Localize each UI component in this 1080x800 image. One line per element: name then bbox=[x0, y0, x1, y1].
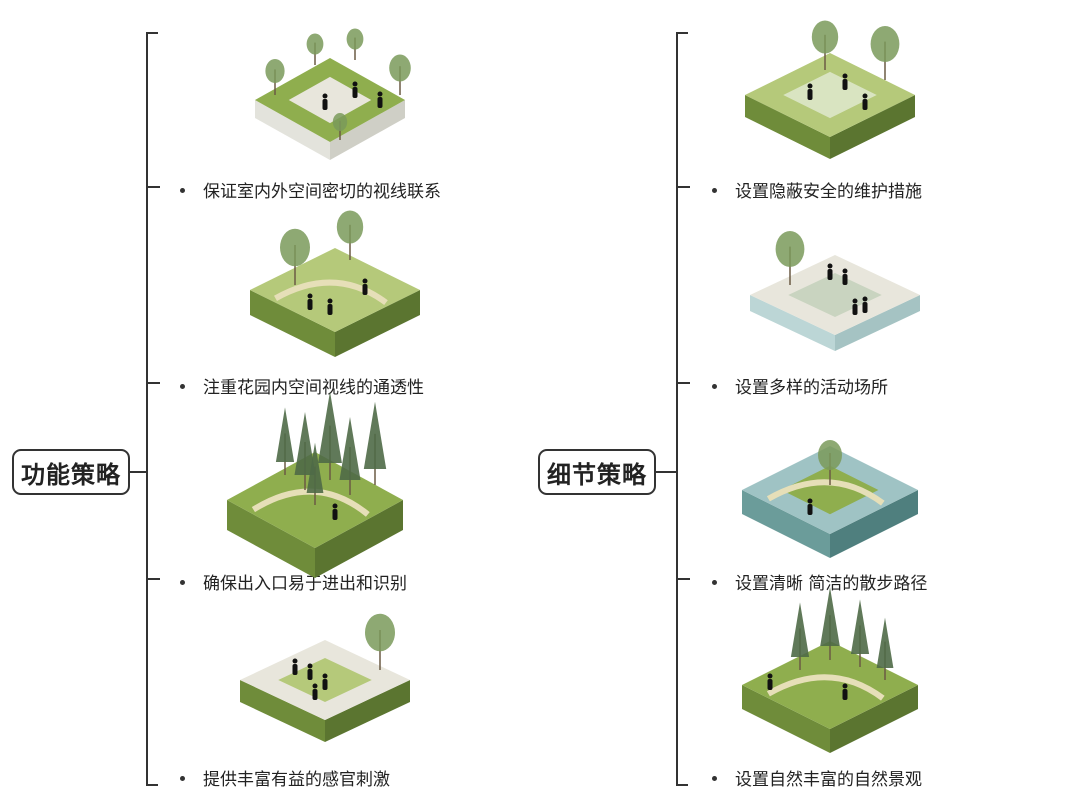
person-icon bbox=[332, 503, 338, 520]
tree-icon bbox=[280, 228, 310, 285]
person-icon bbox=[827, 263, 833, 280]
strategy-item: 保证室内外空间密切的视线联系 bbox=[180, 177, 441, 202]
strategy-item: 确保出入口易于进出和识别 bbox=[180, 569, 407, 594]
tree-icon bbox=[306, 442, 324, 505]
person-icon bbox=[767, 673, 773, 690]
branch-tick bbox=[678, 578, 690, 580]
branch-tick bbox=[148, 578, 160, 580]
illustration-activity bbox=[750, 231, 920, 351]
strategy-item: 设置多样的活动场所 bbox=[712, 373, 888, 398]
person-icon bbox=[842, 683, 848, 700]
tree-icon bbox=[318, 391, 342, 480]
person-icon bbox=[842, 268, 848, 285]
tree-icon bbox=[820, 587, 840, 660]
branch-tick bbox=[148, 382, 160, 384]
person-icon bbox=[362, 278, 368, 295]
tree-icon bbox=[811, 20, 839, 70]
person-icon bbox=[377, 91, 383, 108]
functional-strategy-node: 功能策略 bbox=[12, 449, 130, 495]
tree-icon bbox=[294, 412, 316, 490]
branch-tick bbox=[678, 382, 690, 384]
tree-icon bbox=[775, 231, 805, 285]
tree-icon bbox=[389, 54, 411, 95]
illustration-walking-path bbox=[742, 440, 918, 558]
tree-icon bbox=[365, 613, 395, 670]
detail-strategy-node: 细节策略 bbox=[538, 449, 656, 495]
strategy-item: 设置隐蔽安全的维护措施 bbox=[712, 177, 922, 202]
tree-icon bbox=[306, 33, 324, 65]
person-icon bbox=[322, 673, 328, 690]
strategy-item: 注重花园内空间视线的通透性 bbox=[180, 373, 424, 398]
person-icon bbox=[352, 81, 358, 98]
person-icon bbox=[852, 298, 858, 315]
person-icon bbox=[862, 93, 868, 110]
bracket-right bbox=[676, 32, 688, 786]
illustration-natural-landscape bbox=[742, 587, 918, 753]
tree-icon bbox=[275, 407, 295, 475]
tree-icon bbox=[870, 26, 900, 80]
branch-tick bbox=[678, 186, 690, 188]
strategy-item: 提供丰富有益的感官刺激 bbox=[180, 765, 390, 790]
person-icon bbox=[807, 498, 813, 515]
strategy-item: 设置自然丰富的自然景观 bbox=[712, 765, 922, 790]
person-icon bbox=[807, 83, 813, 100]
branch-tick bbox=[148, 186, 160, 188]
tree-icon bbox=[339, 417, 361, 495]
person-icon bbox=[322, 93, 328, 110]
illustration-transparency bbox=[250, 210, 420, 357]
strategy-item: 设置清晰 简洁的散步路径 bbox=[712, 569, 927, 594]
illustration-sensory bbox=[240, 613, 410, 742]
tree-icon bbox=[346, 28, 364, 60]
tree-icon bbox=[876, 617, 894, 680]
tree-icon bbox=[363, 401, 387, 485]
tree-icon bbox=[850, 599, 870, 667]
tree-icon bbox=[265, 59, 285, 95]
person-icon bbox=[862, 296, 868, 313]
illustration-visual-connection bbox=[255, 28, 411, 160]
person-icon bbox=[327, 298, 333, 315]
bracket-left bbox=[146, 32, 158, 786]
person-icon bbox=[292, 658, 298, 675]
tree-icon bbox=[336, 210, 364, 260]
illustration-maintenance bbox=[745, 20, 915, 159]
tree-icon bbox=[818, 440, 842, 485]
tree-icon bbox=[790, 602, 810, 670]
person-icon bbox=[307, 293, 313, 310]
person-icon bbox=[307, 663, 313, 680]
tree-icon bbox=[332, 113, 348, 140]
illustration-entrance bbox=[227, 391, 403, 578]
person-icon bbox=[312, 683, 318, 700]
connector bbox=[130, 471, 146, 473]
person-icon bbox=[842, 73, 848, 90]
connector bbox=[656, 471, 676, 473]
